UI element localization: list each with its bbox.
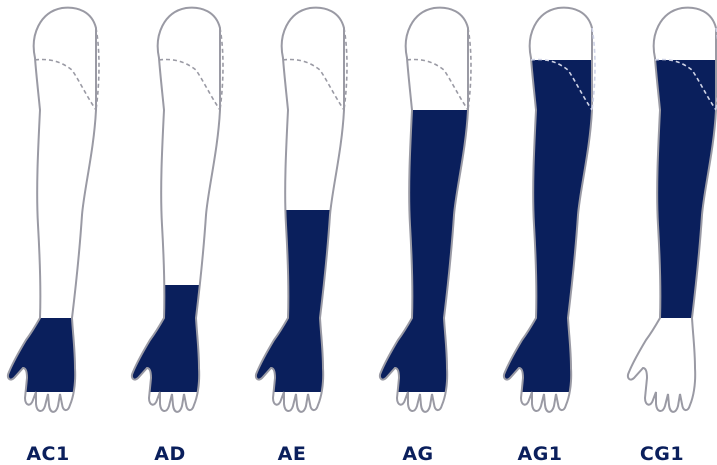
arm-AD <box>132 8 223 417</box>
label-AE: AE <box>278 443 307 465</box>
shoulder-seam-line <box>35 59 96 110</box>
arm-AG1 <box>504 8 595 417</box>
shoulder-seam-line <box>159 59 220 110</box>
label-AG1: AG1 <box>517 443 562 465</box>
arm-AC1 <box>8 8 99 417</box>
label-AC1: AC1 <box>26 443 69 465</box>
label-AG: AG <box>402 443 433 465</box>
shoulder-seam-line <box>283 59 344 110</box>
arm-AG <box>380 8 471 417</box>
shoulder-seam-line <box>407 59 468 110</box>
arm-AE <box>256 8 347 417</box>
label-CG1: CG1 <box>640 443 684 465</box>
arm-CG1 <box>628 8 717 412</box>
label-AD: AD <box>154 443 185 465</box>
